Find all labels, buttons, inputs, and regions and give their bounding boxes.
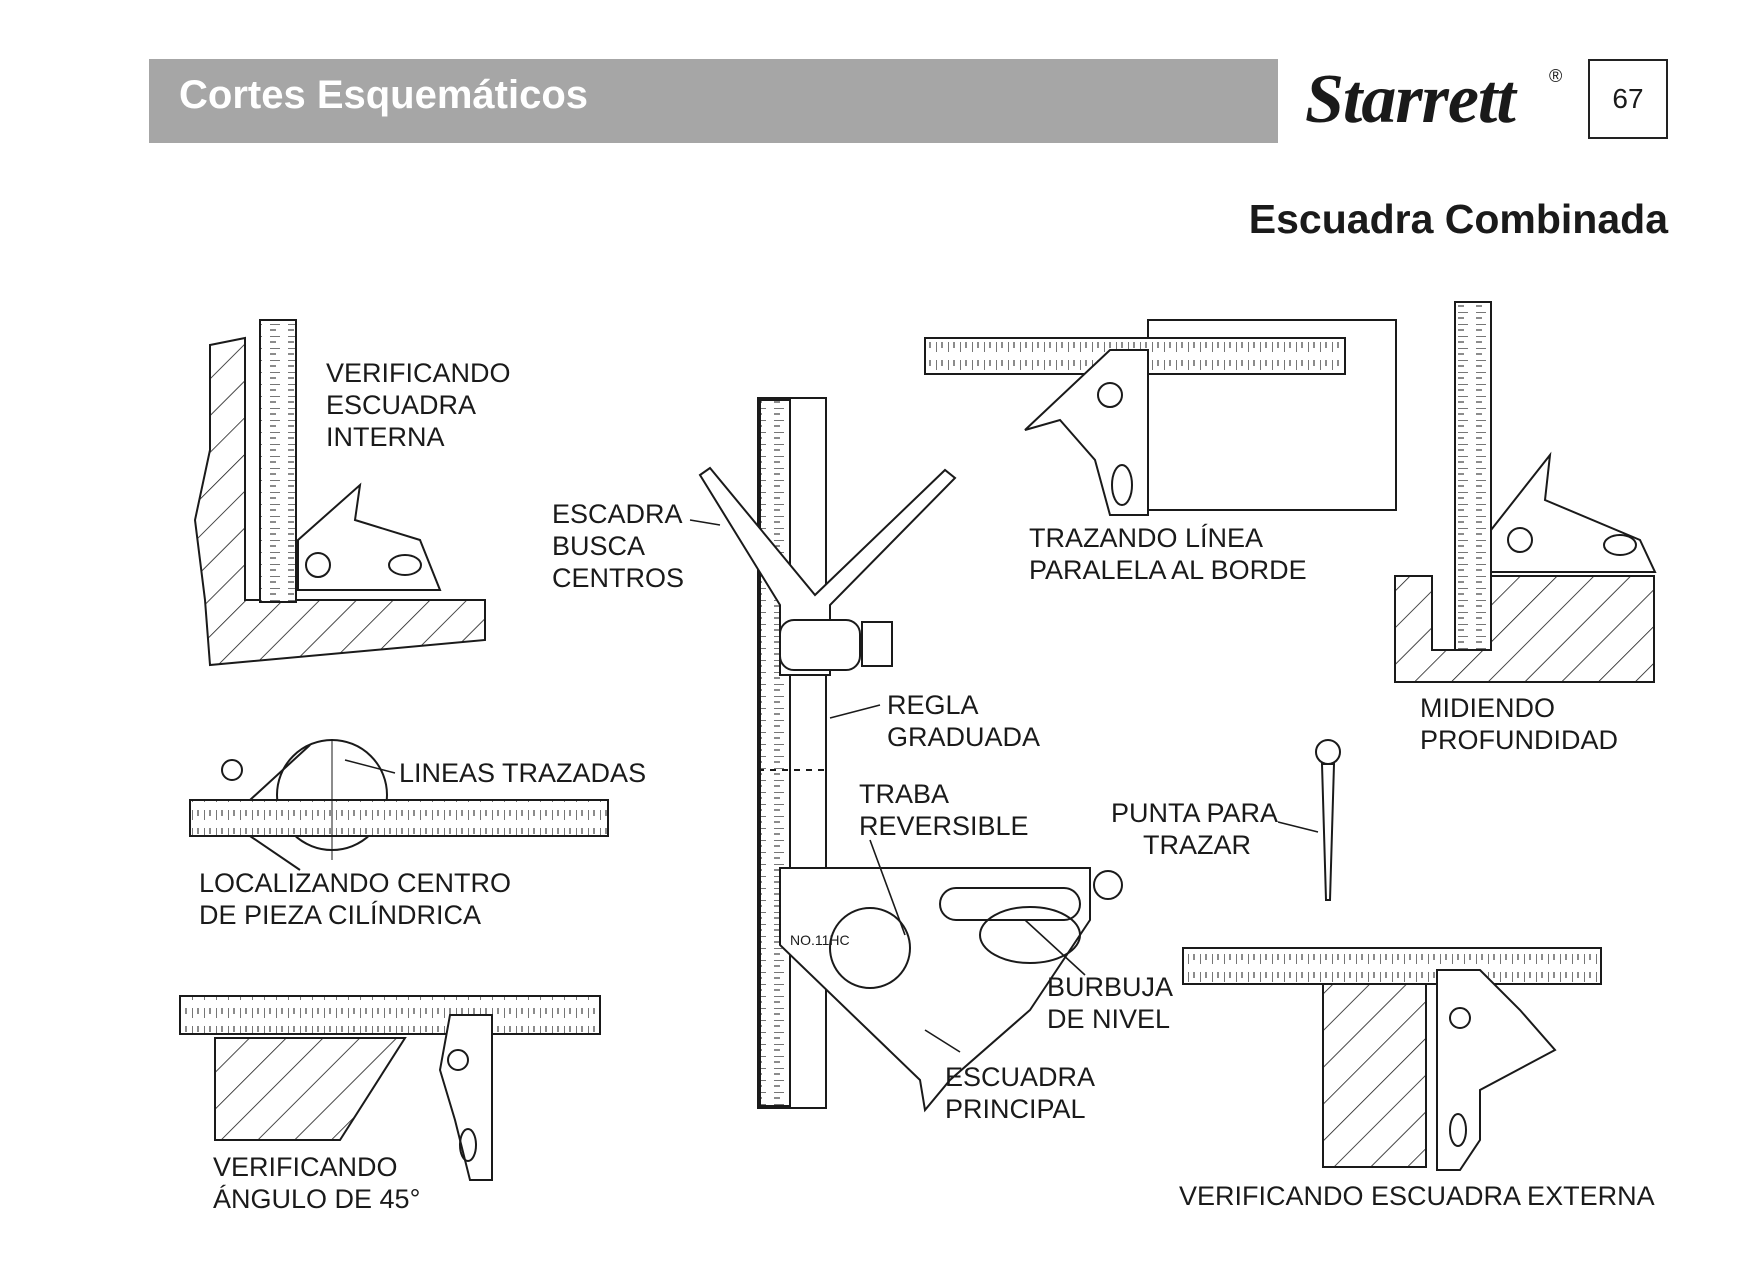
main-square-label: ESCUADRA PRINCIPAL (945, 1062, 1096, 1124)
cylinder-center-figure (189, 739, 609, 871)
level-bubble-label: BURBUJA DE NIVEL (1047, 972, 1174, 1034)
model-stamp: NO.11HC (790, 932, 850, 948)
depth-label: MIDIENDO PROFUNDIDAD (1420, 693, 1619, 755)
parallel-line-figure (924, 319, 1397, 516)
main-combination-square-figure (698, 397, 1123, 1113)
center-finder-label: ESCADRA BUSCA CENTROS (552, 499, 685, 593)
page-number: 67 (1588, 59, 1668, 139)
internal-square-label: VERIFICANDO ESCUADRA INTERNA (326, 358, 511, 452)
section-title: Cortes Esquemáticos (179, 73, 589, 117)
registered-mark: ® (1549, 66, 1563, 86)
scribed-lines-label: LINEAS TRAZADAS (399, 758, 647, 788)
internal-square-figure (193, 319, 486, 667)
external-square-label: VERIFICANDO ESCUADRA EXTERNA (1179, 1181, 1655, 1211)
depth-figure (1394, 301, 1657, 683)
leader-lines (689, 519, 1086, 1053)
scriber-label: PUNTA PARA TRAZAR (1111, 798, 1279, 860)
page-subtitle: Escuadra Combinada (1248, 196, 1668, 242)
header-band: Cortes Esquemáticos (149, 59, 1278, 143)
graduated-rule-label: REGLA GRADUADA (887, 690, 1041, 752)
scriber-figure (1277, 739, 1341, 901)
cylinder-center-label: LOCALIZANDO CENTRO DE PIEZA CILÍNDRICA (199, 868, 512, 930)
external-square-figure (1182, 947, 1602, 1171)
parallel-line-label: TRAZANDO LÍNEA PARALELA AL BORDE (1029, 523, 1307, 585)
reversible-lock-label: TRABA REVERSIBLE (859, 779, 1029, 841)
angle-45-figure (179, 995, 601, 1181)
angle-45-label: VERIFICANDO ÁNGULO DE 45° (213, 1152, 421, 1214)
starrett-logo: Starrett (1305, 61, 1516, 138)
